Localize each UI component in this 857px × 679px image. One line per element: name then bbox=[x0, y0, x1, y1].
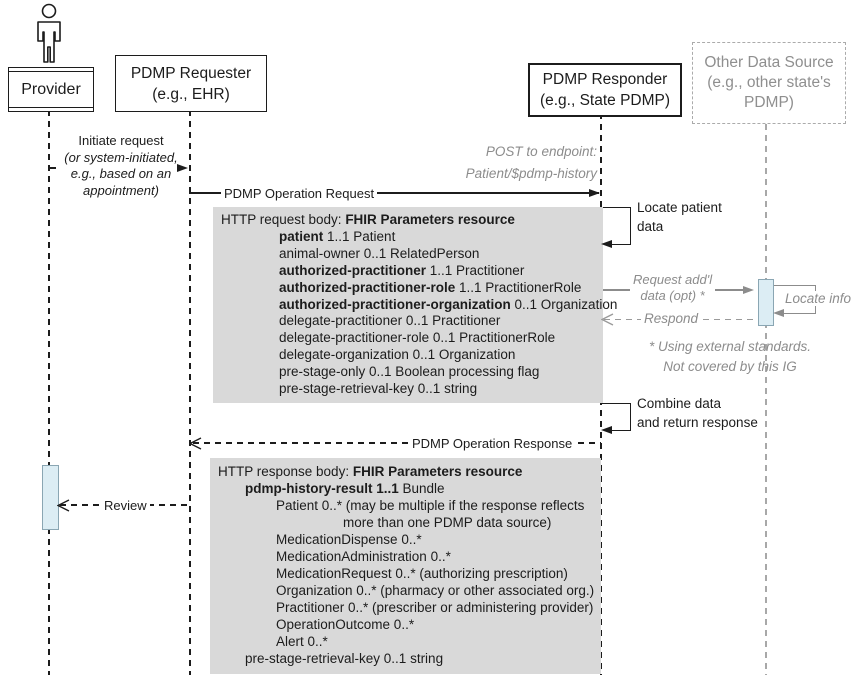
request-addl-line1: Request add'l bbox=[633, 272, 713, 287]
http-request-body-box: HTTP request body: FHIR Parameters resou… bbox=[213, 207, 618, 403]
operation-response-line bbox=[193, 442, 601, 444]
param-line: Alert 0..* bbox=[276, 634, 328, 649]
request-addl-arrowhead-icon bbox=[743, 285, 754, 294]
review-arrowhead-icon bbox=[57, 498, 70, 512]
post-endpoint-line2: Patient/$pdmp-history bbox=[465, 166, 597, 181]
param-line: delegate-practitioner-role 0..1 Practiti… bbox=[279, 330, 556, 346]
respond-arrowhead-icon bbox=[601, 313, 614, 326]
locate-info-loop-bottom bbox=[784, 312, 816, 315]
param-line: pre-stage-retrieval-key 0..1 string bbox=[279, 381, 478, 397]
responder-headbox: PDMP Responder (e.g., State PDMP) bbox=[528, 63, 682, 117]
combine-line1: Combine data bbox=[637, 396, 722, 411]
param-line: Practitioner 0..* (prescriber or adminis… bbox=[276, 600, 594, 615]
param-line: delegate-organization 0..1 Organization bbox=[279, 347, 516, 363]
combine-label: Combine data and return response bbox=[637, 394, 758, 432]
operation-request-label: PDMP Operation Request bbox=[221, 186, 378, 201]
other-source-headbox: Other Data Source (e.g., other state's P… bbox=[692, 42, 846, 124]
param-line: delegate-practitioner 0..1 Practitioner bbox=[279, 313, 501, 329]
responder-label-line1: PDMP Responder bbox=[542, 71, 668, 88]
initiate-note-line2: e.g., based on an bbox=[70, 166, 172, 181]
param-line: MedicationRequest 0..* (authorizing pres… bbox=[276, 566, 568, 581]
initiate-note-line1: (or system-initiated, bbox=[64, 149, 178, 165]
combine-loop-right bbox=[629, 402, 632, 431]
operation-request-arrowhead-icon bbox=[589, 188, 600, 197]
locate-patient-line2: data bbox=[637, 219, 664, 234]
operation-request-line bbox=[189, 192, 599, 194]
provider-activation-bar bbox=[42, 465, 59, 530]
request-addl-label: Request add'l data (opt) * bbox=[630, 272, 716, 304]
param-line: HTTP request body: FHIR Parameters resou… bbox=[221, 212, 515, 227]
provider-headbox: Provider bbox=[8, 67, 94, 112]
param-line: pre-stage-retrieval-key 0..1 string bbox=[245, 651, 444, 666]
other-source-activation-bar bbox=[758, 279, 774, 326]
param-line: authorized-practitioner-role 1..1 Practi… bbox=[279, 279, 582, 295]
external-note-line1: * Using external standards. bbox=[648, 339, 812, 354]
initiate-request-arrowhead-icon bbox=[177, 163, 188, 172]
requester-headbox: PDMP Requester (e.g., EHR) bbox=[115, 55, 267, 112]
other-source-label-line2: (e.g., other state's bbox=[707, 74, 831, 91]
param-line: MedicationAdministration 0..* bbox=[276, 549, 451, 564]
locate-info-label: Locate info bbox=[782, 291, 855, 306]
review-label: Review bbox=[101, 497, 150, 513]
combine-loop-bottom bbox=[612, 429, 631, 432]
http-response-body-box: HTTP response body: FHIR Parameters reso… bbox=[210, 458, 601, 674]
other-source-label-line3: PDMP) bbox=[744, 94, 794, 111]
other-source-lifeline bbox=[764, 124, 767, 675]
post-endpoint-line1: POST to endpoint: bbox=[485, 144, 597, 159]
param-line: OperationOutcome 0..* bbox=[276, 617, 415, 632]
requester-label-line1: PDMP Requester bbox=[130, 64, 252, 82]
responder-label-line2: (e.g., State PDMP) bbox=[539, 92, 671, 109]
locate-patient-loop-right bbox=[629, 206, 632, 245]
param-line: HTTP response body: FHIR Parameters reso… bbox=[218, 464, 523, 479]
request-addl-line2: data (opt) * bbox=[640, 288, 705, 303]
external-note-line2: Not covered by this IG bbox=[663, 358, 797, 374]
locate-patient-arrowhead-icon bbox=[601, 240, 612, 248]
param-line: authorized-practitioner 1..1 Practitione… bbox=[279, 262, 525, 278]
param-line: patient 1..1 Patient bbox=[279, 228, 396, 244]
initiate-note-line3: appointment) bbox=[83, 182, 159, 198]
combine-arrowhead-icon bbox=[601, 426, 612, 434]
locate-patient-loop-bottom bbox=[612, 243, 631, 246]
param-line: pre-stage-only 0..1 Boolean processing f… bbox=[279, 364, 540, 380]
post-endpoint-note: POST to endpoint: Patient/$pdmp-history bbox=[440, 141, 597, 185]
requester-lifeline bbox=[188, 110, 191, 675]
provider-label: Provider bbox=[21, 80, 81, 98]
param-line: authorized-practitioner-organization 0..… bbox=[279, 296, 618, 312]
locate-patient-loop-top bbox=[601, 206, 631, 209]
provider-lifeline bbox=[48, 110, 50, 675]
param-line: Patient 0..* (may be multiple if the res… bbox=[276, 498, 585, 513]
param-line: Organization 0..* (pharmacy or other ass… bbox=[276, 583, 595, 598]
param-line: MedicationDispense 0..* bbox=[276, 532, 422, 547]
combine-loop-top bbox=[601, 402, 631, 405]
locate-patient-line1: Locate patient bbox=[637, 200, 722, 215]
combine-line2: and return response bbox=[637, 415, 758, 430]
param-line: animal-owner 0..1 RelatedPerson bbox=[279, 245, 480, 261]
locate-info-arrowhead-icon bbox=[773, 309, 784, 317]
initiate-request-title: Initiate request bbox=[78, 133, 164, 148]
other-source-label-line1: Other Data Source bbox=[704, 54, 834, 71]
operation-response-label: PDMP Operation Response bbox=[409, 435, 576, 451]
param-line: pdmp-history-result 1..1 Bundle bbox=[245, 481, 445, 496]
external-standards-note: * Using external standards. Not covered … bbox=[634, 337, 826, 376]
respond-label: Respond bbox=[641, 311, 702, 326]
locate-info-loop-top bbox=[772, 284, 816, 287]
requester-label-line2: (e.g., EHR) bbox=[152, 85, 230, 103]
locate-patient-label: Locate patient data bbox=[637, 198, 722, 236]
person-icon bbox=[37, 3, 61, 63]
initiate-request-label: Initiate request (or system-initiated, e… bbox=[56, 133, 186, 199]
operation-response-arrowhead-icon bbox=[189, 436, 202, 450]
param-line: more than one PDMP data source) bbox=[343, 515, 552, 530]
